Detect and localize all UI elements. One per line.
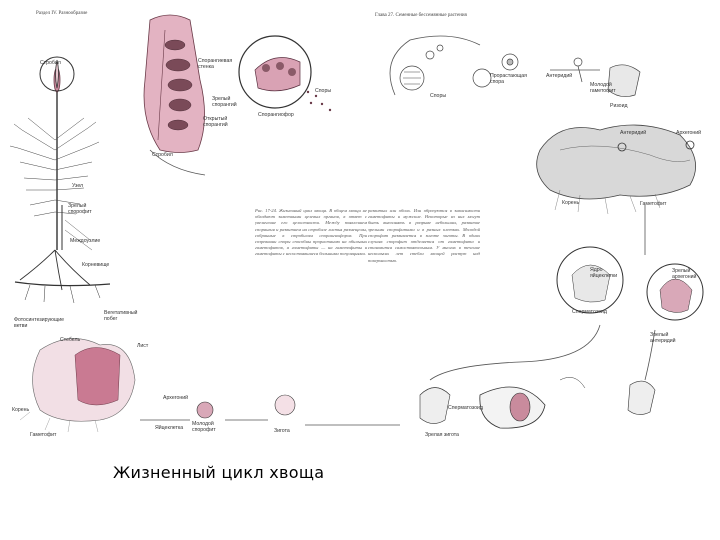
label-root-r: Корень (562, 200, 580, 206)
fertilization-drawing (419, 377, 656, 429)
cycle-arrows (140, 35, 656, 426)
label-zygote: Зигота (274, 428, 290, 434)
label-egg-nucleus: Ядро яйцеклетки (590, 267, 618, 279)
label-strobil-top: Стробил (40, 60, 61, 66)
label-root-bottom: Корень (12, 407, 30, 413)
label-spores-top: Споры (315, 88, 332, 94)
strobilus-section-drawing (143, 14, 205, 153)
gametophyte-drawing (536, 124, 697, 215)
label-node: Узел (72, 183, 84, 189)
archegonium-antheridium-circles (556, 246, 704, 321)
spores-germination-drawing (399, 44, 641, 97)
label-mature-sporophyte: Зрелый спорофит (68, 203, 92, 215)
label-mature-antheridium: Зрелый антеридий (650, 332, 676, 344)
label-mature-sporangium: Зрелый спорангий (212, 96, 237, 108)
label-mature-archegonium: Зрелый архегоний (672, 268, 697, 280)
label-gametophyte: Гаметофит (30, 432, 57, 438)
label-egg: Яйцеклетка (155, 425, 184, 431)
young-sporophyte-drawing (19, 338, 296, 433)
label-leaf: Лист (137, 343, 149, 349)
label-sporangium-wall: Спорангиевая стенка (198, 58, 233, 70)
label-opened-sporangium: Открытый спорангий (203, 116, 228, 128)
label-vegetative-shoot: Вегетативный побег (104, 310, 138, 322)
label-archegonium-r: Архегоний (676, 130, 702, 136)
header-left: Раздел IV. Разнообразие (36, 11, 88, 16)
label-rhizome: Корневище (82, 262, 110, 268)
figure-text-col2: развитых или обоих. Или образуются в зав… (368, 208, 480, 263)
sporangiophore-drawing (238, 35, 332, 112)
label-archegonium-bottom: Архегоний (163, 395, 189, 401)
label-spores-right: Споры (430, 93, 447, 99)
label-sperm-r: Сперматозоид (448, 405, 483, 411)
mature-sporophyte-drawing (9, 56, 111, 304)
label-antheridium-r: Антеридий (620, 130, 647, 136)
slide-caption: Жизненный цикл хвоща (113, 463, 325, 482)
figure-text-col1: Рис. 17-24. Жизненный цикл хвоща. В обще… (255, 208, 367, 257)
label-young-gametophyte: Молодой гаметофит (590, 82, 616, 94)
label-germinating-spore: Прорастающая спора (490, 73, 527, 85)
label-internode: Междоузлие (70, 238, 101, 244)
label-sperm: Сперматозоид (572, 309, 607, 315)
label-strobil-mid: Стробил (152, 152, 173, 158)
label-sporangiophore: Спорангиофор (258, 112, 294, 118)
label-photosynthetic-branches: Фотосинтезирующие ветви (14, 317, 64, 329)
label-stem: Стебель (60, 337, 81, 343)
label-gametophyte-r: Гаметофит (640, 201, 667, 207)
label-antheridium: Антеридий (546, 73, 573, 79)
label-young-sporophyte: Молодой спорофит (192, 421, 216, 433)
label-mature-zygote: Зрелая зигота (425, 432, 459, 438)
header-right: Глава 27. Семенные бессемянные растения (375, 13, 467, 18)
label-rhizoid: Ризоид (610, 103, 628, 109)
